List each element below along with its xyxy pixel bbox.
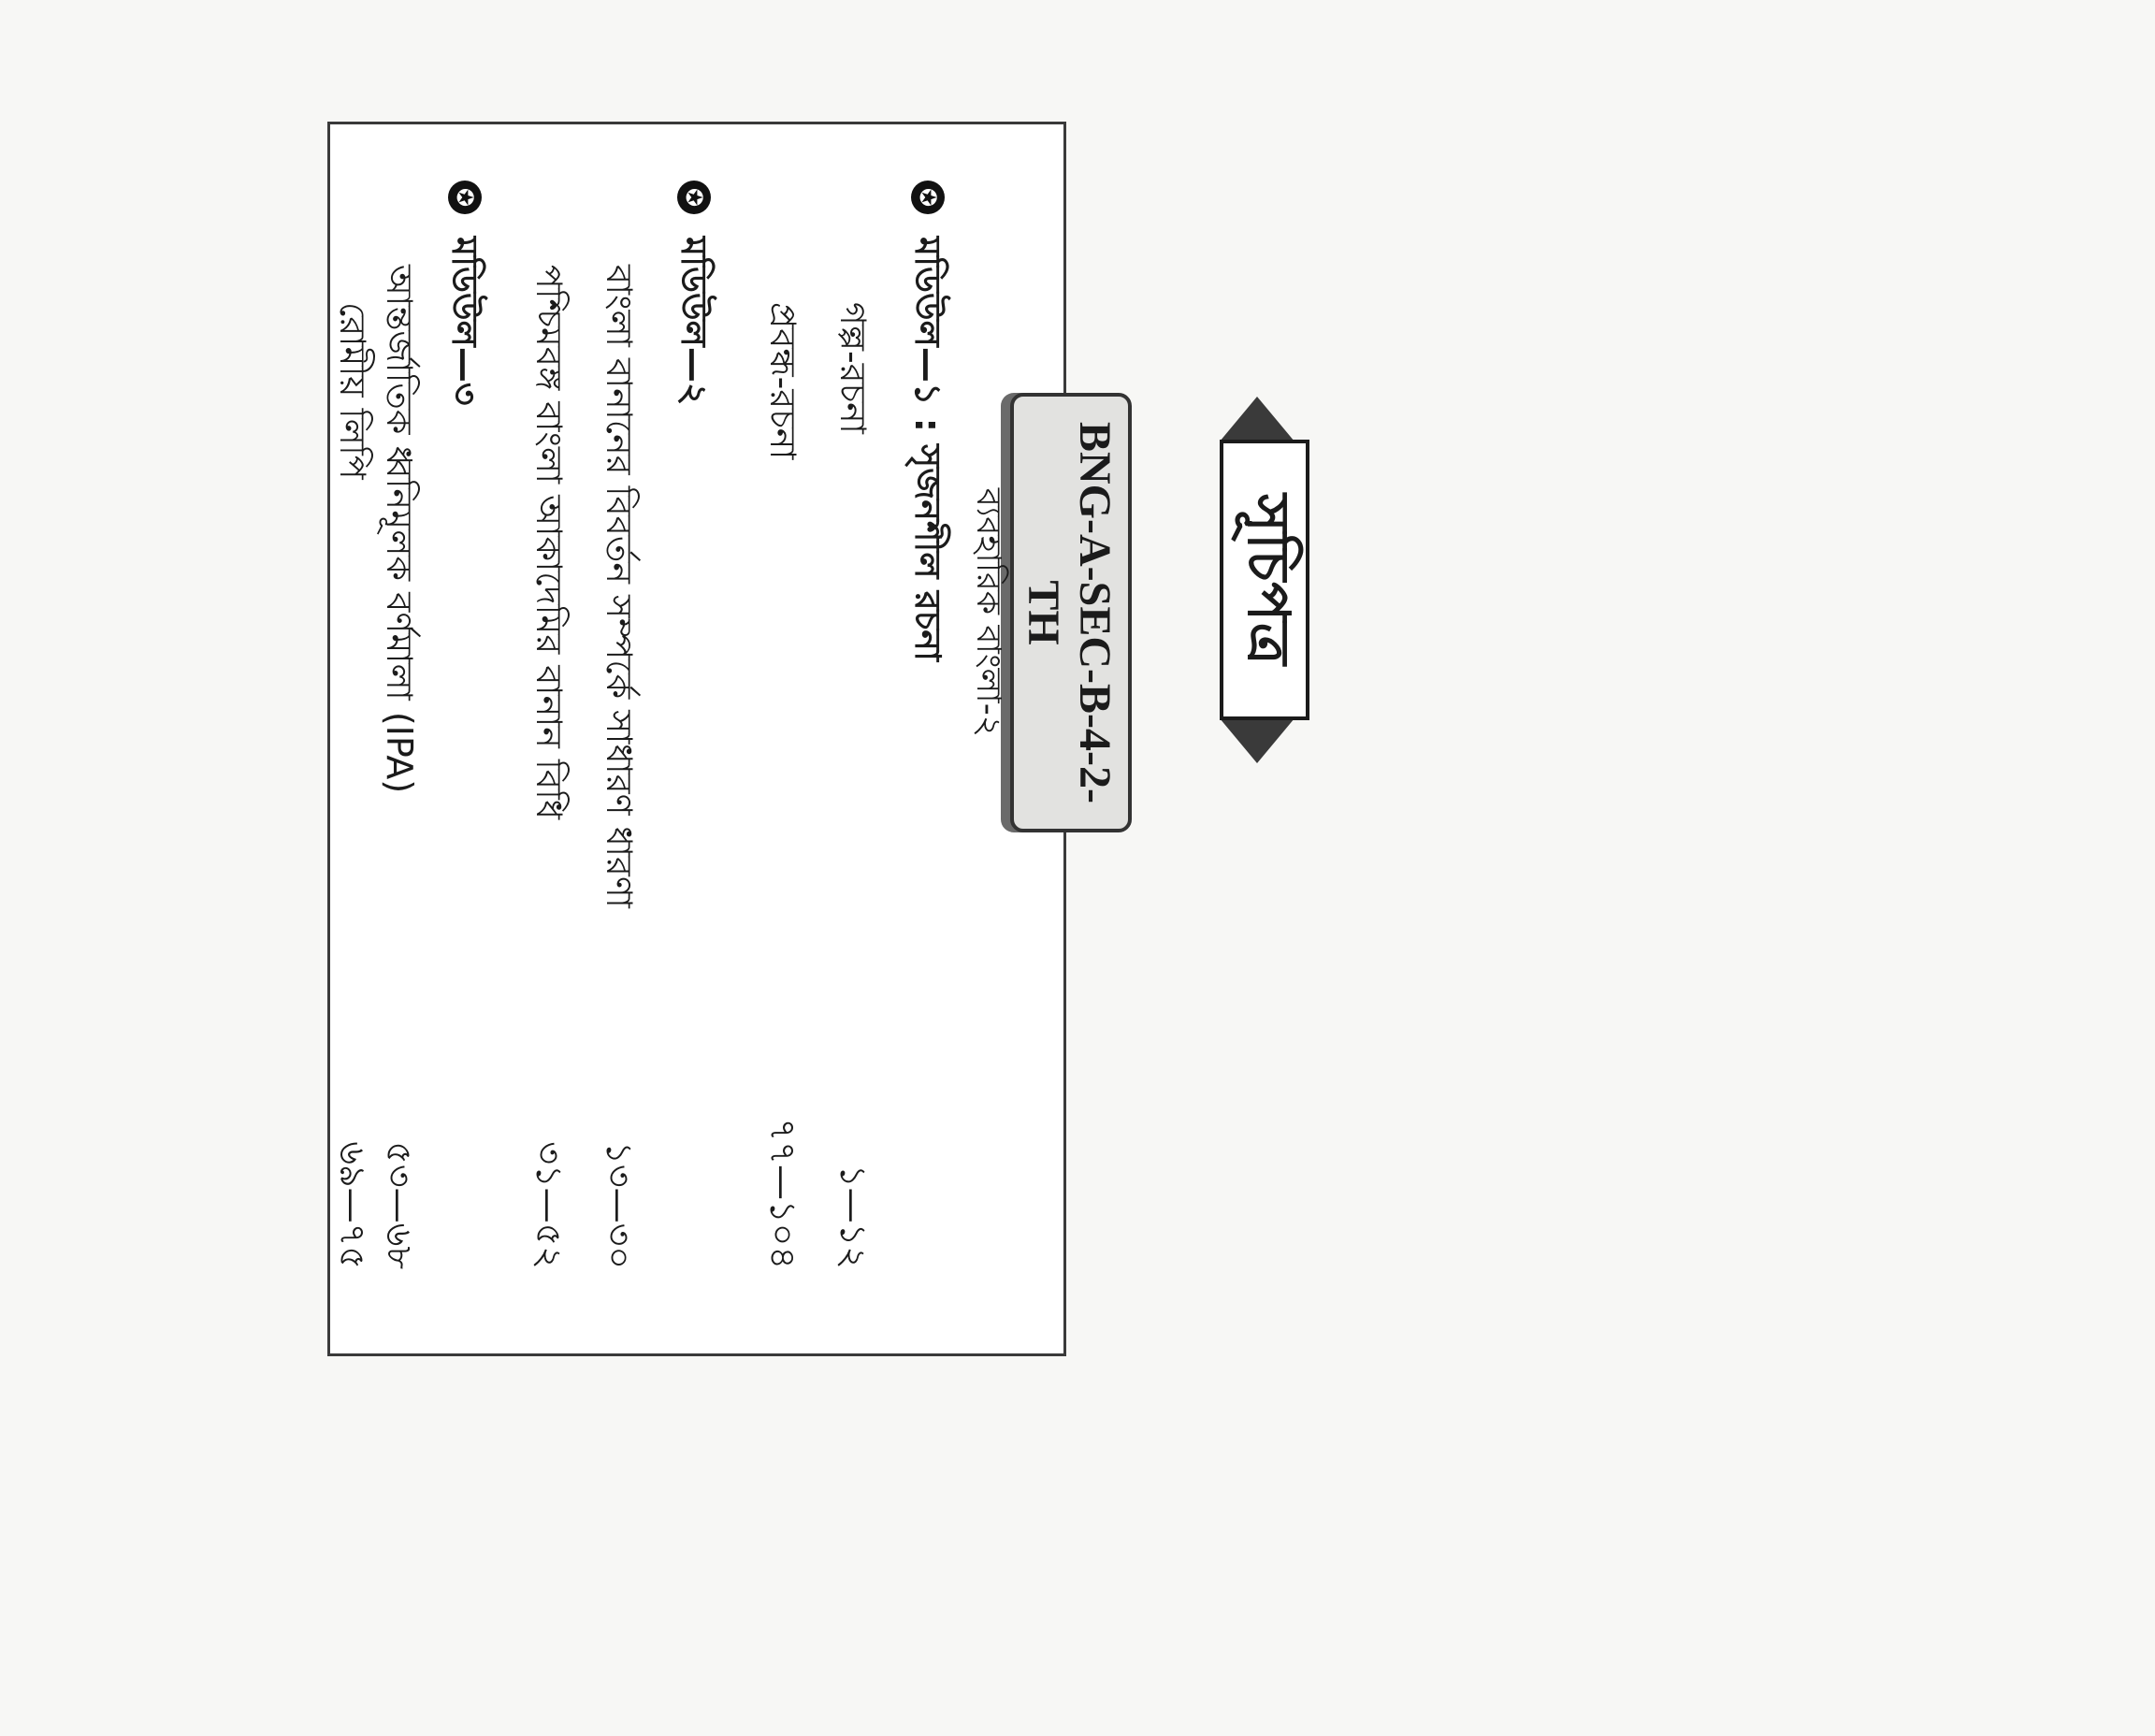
page-title: সূচিপত্র <box>1220 440 1309 720</box>
module-title: মডিউল—৩ <box>444 237 485 406</box>
entry-pages: ৩১—৫২ <box>528 1141 570 1269</box>
star-bullet-icon: ✪ <box>911 181 945 214</box>
contents-entry: পশ্চিমবঙ্গ বাংলা আকাদেমির বানান বিধি ৩১—… <box>521 124 577 1353</box>
entry-pages: ৭৭—১০৪ <box>762 1118 803 1269</box>
entry-pages: ১—১২ <box>832 1164 874 1269</box>
entry-pages: ১৩—৩০ <box>599 1141 640 1269</box>
entry-pages: ৬৯—৭৫ <box>332 1141 373 1269</box>
contents-entry: প্রবন্ধ-রচনা ৭৭—১০৪ <box>755 124 811 1353</box>
module-title: মডিউল—১ : সৃজনশীল রচনা <box>907 237 948 661</box>
contents-entry: গল্প-রচনা ১—১২ <box>825 124 881 1353</box>
entry-label: গল্প-রচনা <box>832 302 874 434</box>
module-heading: ✪ মডিউল—৩ <box>437 124 493 1353</box>
contents-entry: রোমীয় লিপি ৬৯—৭৫ <box>332 124 373 1353</box>
ribbon-fold-left <box>1220 397 1294 441</box>
star-bullet-icon: ✪ <box>677 181 711 214</box>
star-bullet-icon: ✪ <box>448 181 482 214</box>
contents-panel: ✪ মডিউল—১ : সৃজনশীল রচনা গল্প-রচনা ১—১২ … <box>327 122 1066 1356</box>
module-heading: ✪ মডিউল—২ <box>666 124 722 1353</box>
course-code-box: BNG-A-SEC-B-4-2-TH ব্যবহারিক বাংলা-২ <box>969 393 1132 832</box>
module-heading: ✪ মডিউল—১ : সৃজনশীল রচনা <box>900 124 956 1353</box>
ribbon-fold-right <box>1220 718 1294 763</box>
entry-label: আন্তর্জাতিক ধ্বনিমূলক বর্ণমালা (IPA) <box>379 265 420 794</box>
entry-pages: ৫৩—৬৮ <box>379 1141 420 1269</box>
title-ribbon: সূচিপত্র <box>1197 397 1319 763</box>
entry-label: পশ্চিমবঙ্গ বাংলা আকাদেমির বানান বিধি <box>528 265 570 820</box>
entry-label: রোমীয় লিপি <box>332 302 373 480</box>
contents-entry: আন্তর্জাতিক ধ্বনিমূলক বর্ণমালা (IPA) ৫৩—… <box>371 124 427 1353</box>
contents-page: সূচিপত্র BNG-A-SEC-B-4-2-TH ব্যবহারিক বা… <box>327 65 1403 1412</box>
module-title: মডিউল—২ <box>673 237 715 406</box>
entry-label: প্রবন্ধ-রচনা <box>762 302 803 460</box>
contents-entry: বাংলা বানানের বিবর্তন সম্পর্কে সাধারণ ধা… <box>591 124 647 1353</box>
course-name: ব্যবহারিক বাংলা-২ <box>969 487 1007 738</box>
course-code: BNG-A-SEC-B-4-2-TH <box>1019 422 1120 803</box>
entry-label: বাংলা বানানের বিবর্তন সম্পর্কে সাধারণ ধা… <box>599 265 640 908</box>
